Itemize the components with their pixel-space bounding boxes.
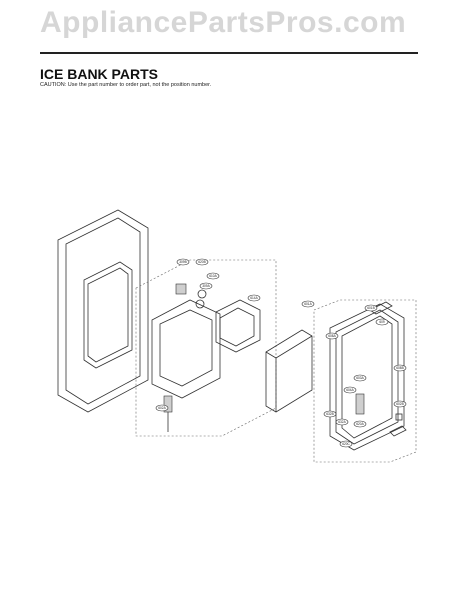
svg-text:601A: 601A	[304, 302, 312, 306]
exploded-parts-diagram: 309B 620B 610A 309A 614A 601A 601B 609 6…	[57, 209, 417, 463]
callout-614a: 614A	[247, 294, 261, 302]
callout-608a: 608A	[325, 332, 339, 340]
ice-bucket-housing	[265, 329, 313, 413]
callout-602b: 602B	[393, 400, 407, 408]
svg-text:610A: 610A	[209, 274, 217, 278]
svg-text:604A: 604A	[346, 388, 354, 392]
svg-text:603A: 603A	[356, 376, 364, 380]
callout-620a: 620A	[353, 420, 367, 428]
ice-bank-door	[313, 299, 417, 463]
page-title: ICE BANK PARTS	[40, 66, 158, 82]
dispenser-assembly	[135, 259, 277, 437]
callout-309a: 309A	[199, 282, 213, 290]
svg-text:601B: 601B	[367, 306, 374, 310]
svg-text:608B: 608B	[396, 366, 403, 370]
callout-609: 609	[375, 318, 389, 326]
callout-309b: 309B	[176, 258, 190, 266]
callout-601a: 601A	[301, 300, 315, 308]
callout-601b: 601B	[364, 304, 378, 312]
svg-text:620B: 620B	[198, 260, 205, 264]
caution-note: CAUTION: Use the part number to order pa…	[40, 82, 212, 88]
callout-608b: 608B	[393, 364, 407, 372]
callout-603a: 603A	[353, 374, 367, 382]
svg-text:309B: 309B	[179, 260, 186, 264]
svg-text:602A: 602A	[158, 406, 166, 410]
callout-620c: 620C	[339, 440, 353, 448]
svg-text:614A: 614A	[250, 296, 258, 300]
callout-610a: 610A	[206, 272, 220, 280]
svg-text:608A: 608A	[328, 334, 336, 338]
svg-text:632A: 632A	[338, 420, 346, 424]
callout-602a: 602A	[155, 404, 169, 412]
callout-632b: 632B	[323, 410, 337, 418]
door-frame	[57, 209, 149, 413]
callout-632a: 632A	[335, 418, 349, 426]
callout-620b: 620B	[195, 258, 209, 266]
svg-text:632B: 632B	[326, 412, 333, 416]
svg-text:620C: 620C	[342, 442, 350, 446]
svg-text:309A: 309A	[202, 284, 210, 288]
svg-text:602B: 602B	[396, 402, 403, 406]
header-divider	[40, 52, 418, 54]
watermark: AppliancePartsPros.com	[40, 6, 407, 39]
svg-text:609: 609	[379, 320, 385, 324]
svg-text:620A: 620A	[356, 422, 364, 426]
callout-604a: 604A	[343, 386, 357, 394]
